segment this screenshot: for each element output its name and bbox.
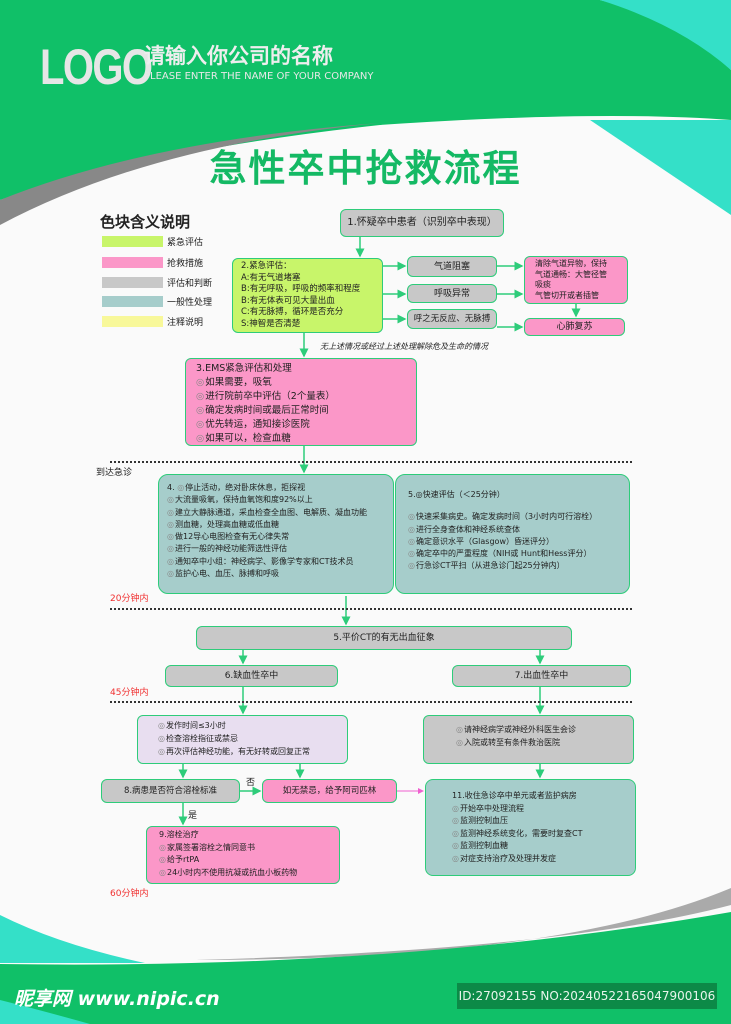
care-item: 入院或转至有条件救治医院 [456,736,601,749]
legend-label: 注释说明 [167,318,204,328]
step3-item: 确定发病时间或最后正常时间 [196,404,406,418]
step11-item: 监测神经系统变化，需要时复查CT [452,828,609,841]
ischemic-box: 6.缺血性卒中 [165,665,338,687]
step5-title: 5.◎快速评估（＜25分钟） [408,490,505,499]
step3-title: 3.EMS紧急评估和处理 [196,363,292,374]
arrive-label: 到达急诊 [96,468,133,478]
step5-item: 行急诊CT平扫（从进急诊门起25分钟内） [408,560,617,572]
step11-item: 开始卒中处理流程 [452,803,609,816]
care-item: 请神经病学或神经外科医生会诊 [456,723,601,736]
step5-item: 确定意识水平（Glasgow）昏迷评分） [408,536,617,548]
ischemic-check-box: 发作时间≤3小时检查溶栓指征或禁忌再次评估神经功能，有无好转或回复正常 [137,715,348,764]
step2-box: 2.紧急评估： A:有无气道堵塞 B:有无呼吸，呼吸的频率和程度 B:有无体表可… [232,258,383,333]
clear-airway-line: 气管切开或者插管 [535,290,599,300]
step4-item: 做12导心电图检查有无心律失常 [167,531,385,543]
step3-item: 进行院前卒中评估（2个量表） [196,390,406,404]
clear-airway-line: 清除气道异物，保持 [535,259,607,268]
hemorrhagic-box: 7.出血性卒中 [452,665,631,687]
step5-item: 进行全身查体和神经系统查体 [408,524,617,536]
yes-label: 是 [188,811,198,821]
step3-item: 优先转运，通知接诊医院 [196,418,406,432]
step2-line: B:有无体表可见大量出血 [241,295,335,306]
divider [110,608,632,610]
step9-item: 24小时内不使用抗凝或抗血小板药物 [159,867,327,880]
cpr-box: 心肺复苏 [524,318,625,336]
step3-box: 3.EMS紧急评估和处理 如果需要，吸氧进行院前卒中评估（2个量表）确定发病时间… [185,358,417,446]
step4-item: 监护心电、血压、脉搏和呼吸 [167,568,385,580]
logo: LOGO [40,39,153,95]
aspirin-box: 如无禁忌，给予阿司匹林 [262,779,397,803]
step11-item: 监测控制血压 [452,815,609,828]
step4-item: 测血糖，处理高血糖或低血糖 [167,519,385,531]
time-20-label: 20分钟内 [110,594,149,604]
step4-box: 4. 停止活动，绝对卧床休息，拒探视 大流量吸氧，保持血氧饱和度92%以上建立大… [158,474,394,594]
step9-item: 给予rtPA [159,854,327,867]
time-45-label: 45分钟内 [110,688,149,698]
watermark: 昵享网 www.nipic.cn [14,988,220,1010]
step11-item: 监测控制血糖 [452,840,609,853]
step3-item: 如果需要，吸氧 [196,376,406,390]
step2-line: S:神智是否清楚 [241,318,301,329]
step4-item: 停止活动，绝对卧床休息，拒探视 [177,483,305,492]
ct-box: 5.平价CT的有无出血征象 [196,626,572,650]
step2-title: 2.紧急评估： [241,261,292,271]
note-text: 无上述情况或经过上述处理解除危及生命的情况 [320,342,488,351]
step1-box: 1.怀疑卒中患者（识别卒中表现） [340,209,504,237]
legend-swatch [102,316,163,327]
check-item: 再次评估神经功能，有无好转或回复正常 [158,745,327,758]
legend-swatch [102,296,163,307]
page-title: 急性卒中抢救流程 [209,147,522,190]
step4-item: 通知卒中小组：神经病学、影像学专家和CT技术员 [167,556,385,568]
company-name-en: PLEASE ENTER THE NAME OF YOUR COMPANY [144,71,374,82]
clear-airway-line: 气道通畅：大管径管 [535,269,607,279]
check-item: 发作时间≤3小时 [158,719,327,732]
step4-number: 4. [167,483,175,492]
step5-item: 确定卒中的严重程度（NIH或 Hunt和Hess评分） [408,548,617,560]
step11-box: 11.收住急诊卒中单元或者监护病房 开始卒中处理流程监测控制血压监测神经系统变化… [425,779,636,876]
no-response-box: 呼之无反应、无脉搏 [407,309,497,329]
legend-title: 色块含义说明 [100,213,191,231]
step3-item: 如果可以，检查血糖 [196,432,406,446]
step5-item: 快速采集病史。确定发病时间（3小时内可行溶栓） [408,511,617,523]
step2-line: C:有无脉搏，循环是否充分 [241,307,344,317]
no-label: 否 [246,778,256,788]
divider [110,461,632,463]
legend-label: 一般性处理 [167,298,213,308]
company-name: 请输入你公司的名称 [144,44,333,68]
clear-airway-line: 吸痰 [535,280,551,289]
legend-label: 抢救措施 [167,259,204,269]
step4-item: 建立大静脉通道，采血检查全血图、电解质、凝血功能 [167,507,385,519]
step8-box: 8.病患是否符合溶栓标准 [101,779,240,803]
legend-label: 评估和判断 [167,279,213,289]
time-60-label: 60分钟内 [110,889,149,899]
step4-item: 进行一般的神经功能筛选性评估 [167,543,385,555]
hemorrhagic-care-box: 请神经病学或神经外科医生会诊入院或转至有条件救治医院 [423,715,634,764]
legend-swatch [102,257,163,268]
legend-label: 紧急评估 [167,238,204,248]
step5-box: 5.◎快速评估（＜25分钟） 快速采集病史。确定发病时间（3小时内可行溶栓）进行… [395,474,630,594]
step11-item: 对症支持治疗及处理并发症 [452,853,609,866]
step11-title: 11.收住急诊卒中单元或者监护病房 [452,791,577,800]
step2-line: B:有无呼吸，呼吸的频率和程度 [241,284,361,294]
divider [110,701,632,703]
breathing-box: 呼吸异常 [407,284,497,303]
step9-title: 9.溶栓治疗 [159,830,199,839]
image-id: ID:27092155 NO:20240522165047900106 [457,983,717,1009]
step4-item: 大流量吸氧，保持血氧饱和度92%以上 [167,494,385,506]
step9-box: 9.溶栓治疗 家属签署溶栓之情同意书给予rtPA24小时内不使用抗凝或抗血小板药… [146,826,340,884]
step2-line: A:有无气道堵塞 [241,272,301,283]
legend-swatch [102,277,163,288]
legend-swatch [102,236,163,247]
step9-item: 家属签署溶栓之情同意书 [159,842,327,855]
check-item: 检查溶栓指征或禁忌 [158,732,327,745]
clear-airway-box: 清除气道异物，保持 气道通畅：大管径管 吸痰 气管切开或者插管 [524,256,628,304]
airway-box: 气道阻塞 [407,256,497,277]
